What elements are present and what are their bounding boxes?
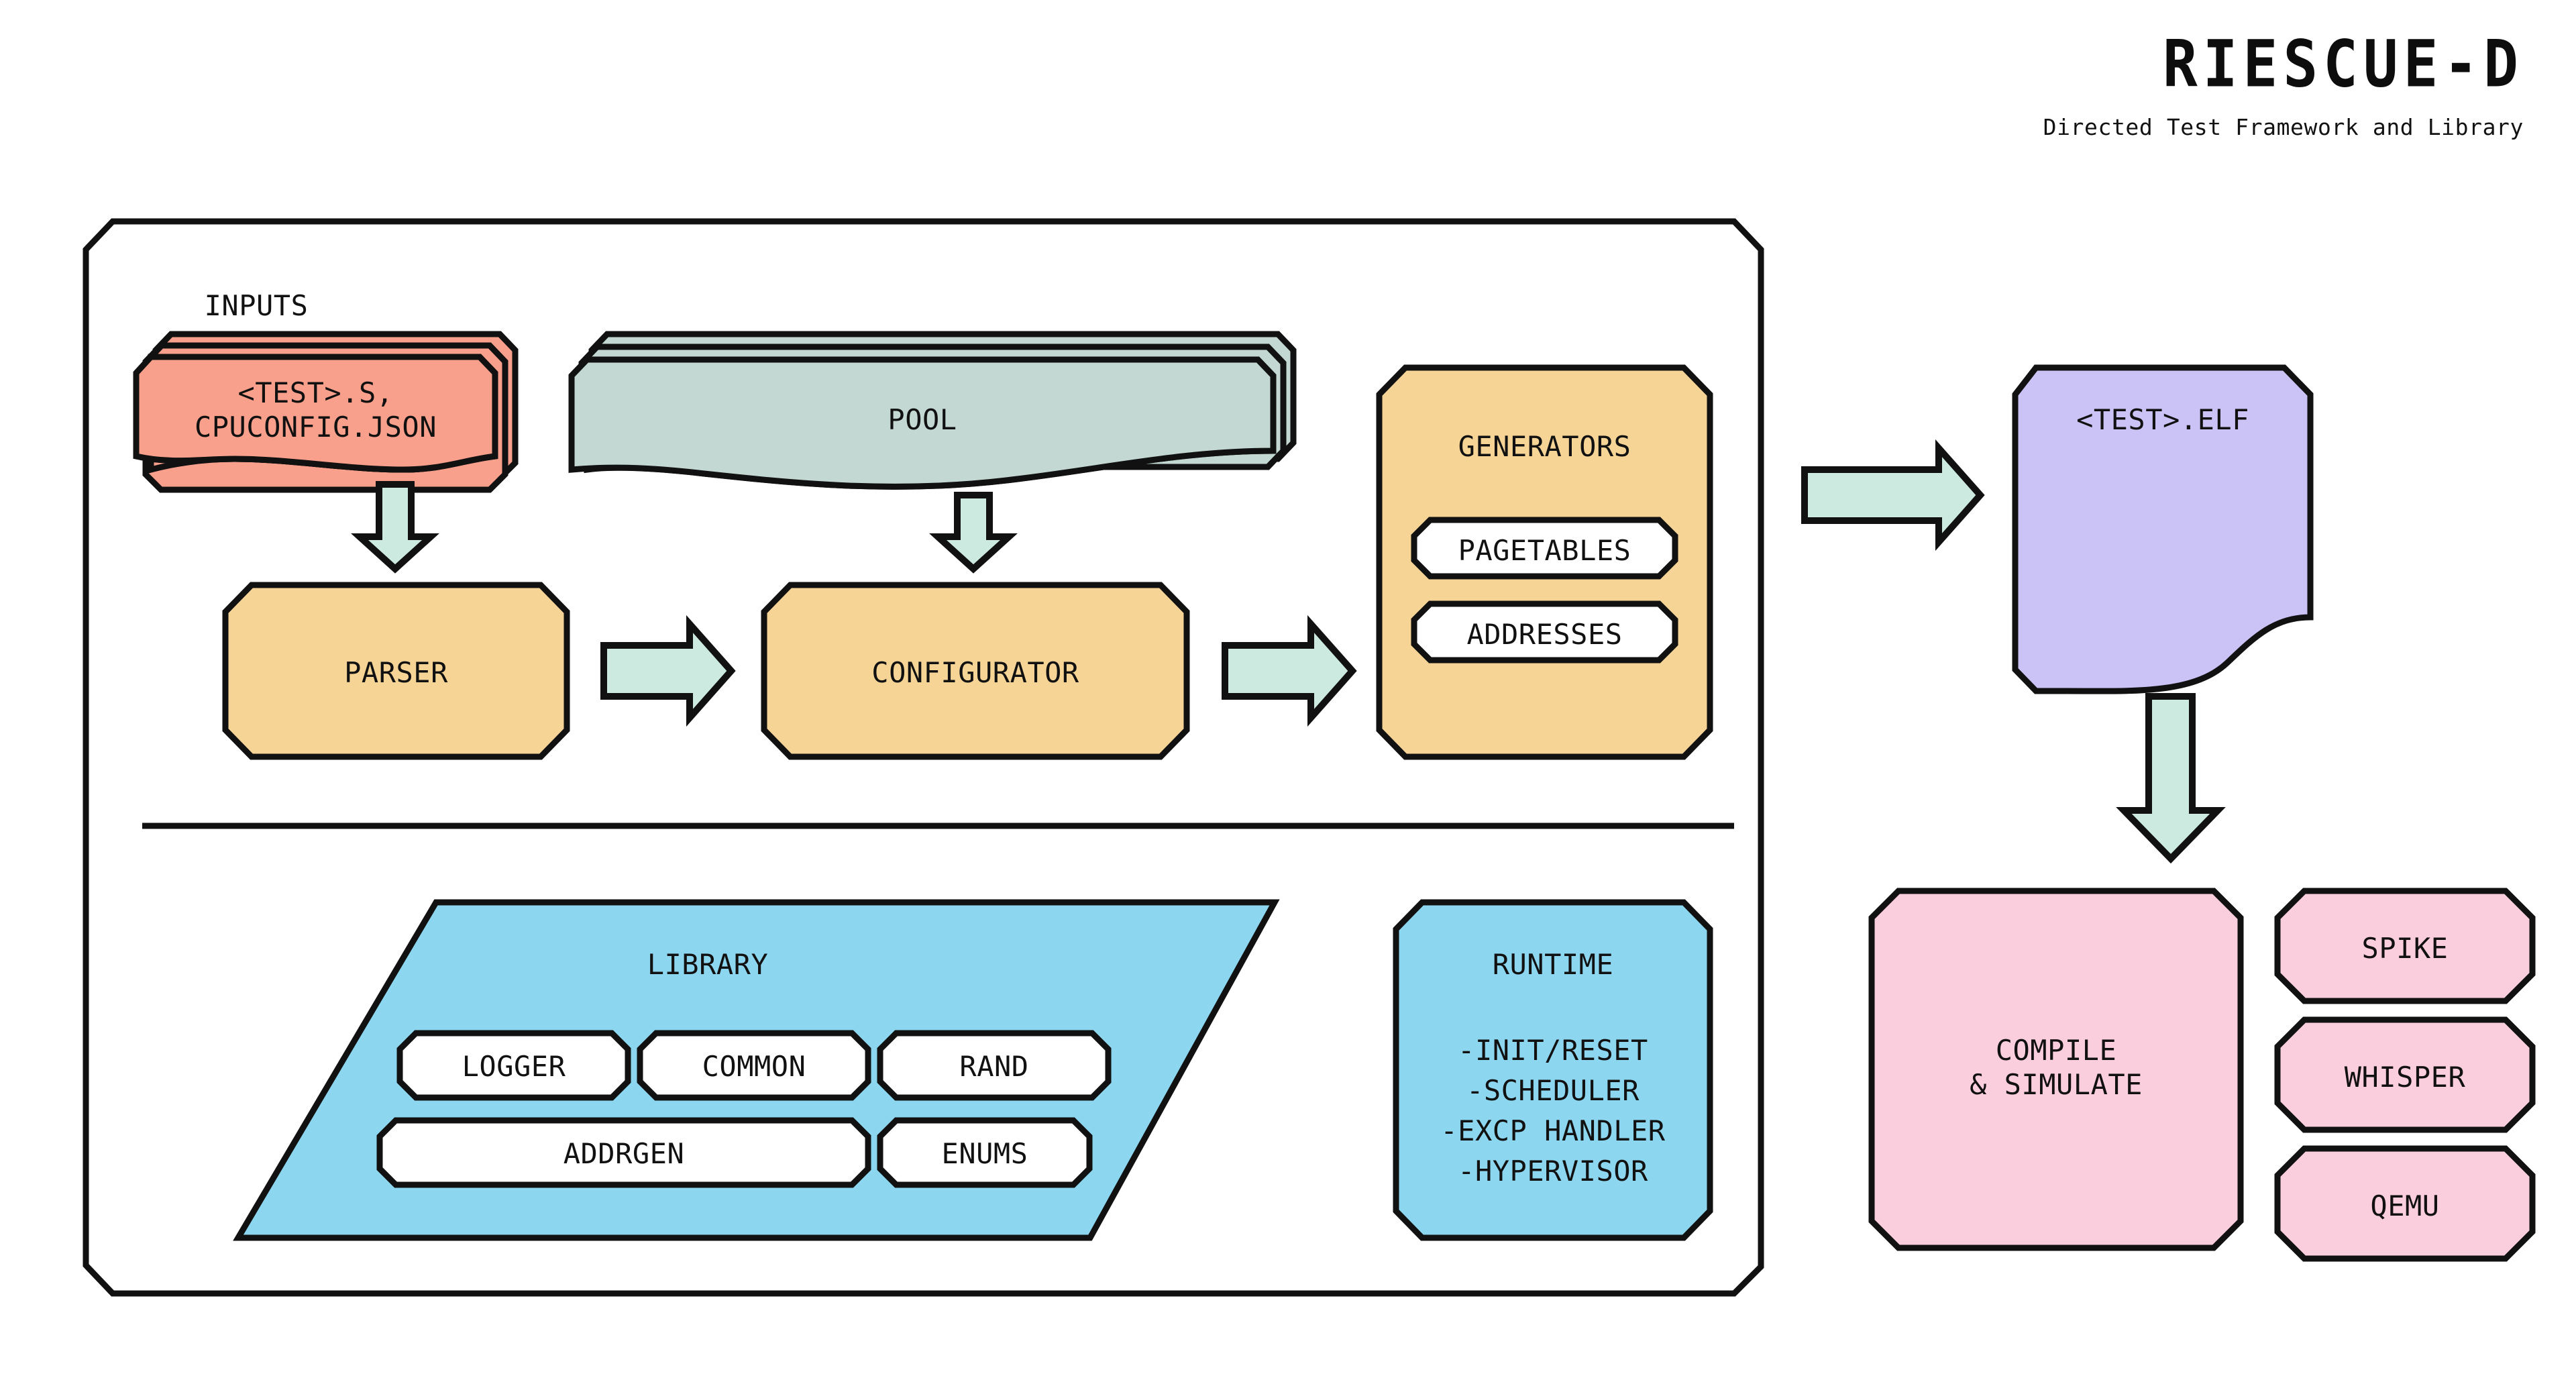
inputs-label: INPUTS xyxy=(204,289,309,322)
common-label[interactable]: COMMON xyxy=(702,1050,806,1083)
arrow-pool-to-configurator xyxy=(929,492,1018,574)
arrow-parser-to-configurator xyxy=(600,615,736,727)
parser-box xyxy=(222,582,570,760)
arrow-inputs-to-parser xyxy=(351,481,439,574)
logger-box xyxy=(396,1030,631,1101)
generators-title: GENERATORS xyxy=(1458,430,1631,463)
arrow-generators-to-elf xyxy=(1801,439,1985,551)
arrow-elf-to-compile xyxy=(2116,693,2226,864)
elf-label: <TEST>.ELF xyxy=(2076,403,2249,436)
enums-box xyxy=(877,1117,1093,1188)
configurator-label: CONFIGURATOR xyxy=(871,656,1079,689)
whisper-box xyxy=(2274,1016,2536,1133)
pool-document-stack xyxy=(568,331,1297,490)
spike-box xyxy=(2274,888,2536,1004)
compile-simulate-box xyxy=(1868,888,2244,1251)
addresses-box xyxy=(1411,600,1678,664)
qemu-label[interactable]: QEMU xyxy=(2370,1189,2440,1222)
whisper-label[interactable]: WHISPER xyxy=(2344,1061,2466,1094)
framework-container xyxy=(83,218,1764,1297)
rand-box xyxy=(877,1030,1112,1101)
brand-tagline: Directed Test Framework and Library xyxy=(2043,114,2524,140)
rand-label[interactable]: RAND xyxy=(959,1050,1029,1083)
library-title: LIBRARY xyxy=(647,948,769,981)
common-box xyxy=(637,1030,871,1101)
runtime-item-hypervisor: -HYPERVISOR xyxy=(1458,1155,1648,1187)
arrow-configurator-to-generators xyxy=(1222,615,1357,727)
inputs-document-stack xyxy=(133,331,519,493)
inputs-document-label: <TEST>.S, CPUCONFIG.JSON xyxy=(194,376,437,444)
pool-label: POOL xyxy=(888,403,957,436)
addrgen-box xyxy=(376,1117,871,1188)
enums-label[interactable]: ENUMS xyxy=(941,1137,1028,1170)
runtime-item-scheduler: -SCHEDULER xyxy=(1466,1074,1640,1107)
runtime-item-init-reset: -INIT/RESET xyxy=(1458,1034,1648,1067)
pagetables-label[interactable]: PAGETABLES xyxy=(1458,534,1631,567)
compile-simulate-label: COMPILE & SIMULATE xyxy=(1970,1034,2143,1102)
runtime-box xyxy=(1393,899,1713,1241)
runtime-title: RUNTIME xyxy=(1492,948,1614,981)
pagetables-box xyxy=(1411,517,1678,580)
logger-label[interactable]: LOGGER xyxy=(462,1050,566,1083)
configurator-box xyxy=(761,582,1190,760)
brand-title: RIESCUE-D xyxy=(2163,26,2524,102)
brand-header: RIESCUE-D Directed Test Framework and Li… xyxy=(2043,32,2524,140)
qemu-box xyxy=(2274,1145,2536,1262)
runtime-item-excp-handler: -EXCP HANDLER xyxy=(1440,1114,1666,1147)
addresses-label[interactable]: ADDRESSES xyxy=(1466,618,1623,651)
addrgen-label[interactable]: ADDRGEN xyxy=(563,1137,685,1170)
elf-document xyxy=(2012,364,2314,694)
spike-label[interactable]: SPIKE xyxy=(2361,932,2449,965)
parser-label: PARSER xyxy=(344,656,448,689)
